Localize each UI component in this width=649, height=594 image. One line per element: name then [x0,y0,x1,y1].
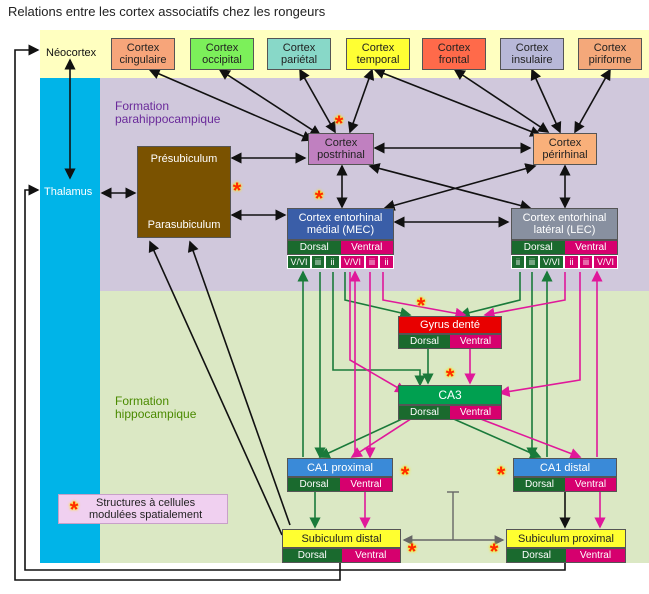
spatial-cell-star-icon: * [407,539,417,564]
cortex-node[interactable]: Cortex temporal [346,38,410,70]
spatial-cell-star-icon: * [334,111,344,136]
mec-layers: V/VI iii ii V/VI iii ii [287,255,394,269]
lec-dorsal: Dorsal [512,241,565,254]
subiculum-distal-dorsal-ventral: Dorsal Ventral [282,548,401,563]
lec-layer: V/VI [593,255,618,269]
legend-text: Structures à cellules modulées spatialem… [89,497,203,521]
dentate-gyrus-node[interactable]: Gyrus denté [398,316,502,334]
hippocampal-label: Formation hippocampique [115,394,197,421]
lec-layer: ii [511,255,525,269]
spatial-cell-star-icon: * [400,462,410,487]
neocortex-label: Néocortex [46,47,97,59]
ca3-ventral: Ventral [450,406,501,419]
perirhinal-label: Cortex périrhinal [542,137,588,161]
mec-dorsal: Dorsal [288,241,341,254]
ca3-node[interactable]: CA3 [398,385,502,405]
cortex-label: Cortex pariétal [280,42,318,66]
ca1-distal-ventral: Ventral [565,478,616,491]
parasubiculum-label: Parasubiculum [147,219,221,231]
subiculum-proximal-node[interactable]: Subiculum proximal [506,529,626,548]
cortex-node[interactable]: Cortex piriforme [578,38,642,70]
lec-layer: iii [525,255,539,269]
ca1-distal-dorsal-ventral: Dorsal Ventral [513,477,617,492]
mec-layer: V/VI [340,255,365,269]
lec-node[interactable]: Cortex entorhinal latéral (LEC) [511,208,618,240]
cortex-node[interactable]: Cortex insulaire [500,38,564,70]
dentate-ventral: Ventral [450,335,501,348]
ca3-dorsal-ventral: Dorsal Ventral [398,405,502,420]
subiculum-proximal-label: Subiculum proximal [518,532,614,545]
presubiculum-label: Présubiculum [150,153,218,165]
dentate-dorsal-ventral: Dorsal Ventral [398,334,502,349]
subiculum-proximal-dorsal: Dorsal [507,549,566,562]
thalamus-label: Thalamus [44,186,93,198]
lec-dorsal-ventral: Dorsal Ventral [511,240,618,255]
lec-layer: V/VI [539,255,564,269]
mec-node[interactable]: Cortex entorhinal médial (MEC) [287,208,394,240]
subiculum-proximal-ventral: Ventral [566,549,625,562]
spatial-cell-star-icon: * [232,178,242,203]
presubiculum-parasubiculum-node[interactable]: Présubiculum Parasubiculum [137,146,231,238]
lec-layer: iii [579,255,593,269]
mec-layer: iii [311,255,325,269]
cortex-label: Cortex temporal [356,42,400,66]
spatial-cell-star-icon: * [489,539,499,564]
subiculum-proximal-dorsal-ventral: Dorsal Ventral [506,548,626,563]
ca3-label: CA3 [438,388,462,402]
ca1-proximal-ventral: Ventral [340,478,392,491]
diagram-title: Relations entre les cortex associatifs c… [8,4,326,19]
ca1-proximal-label: CA1 proximal [306,461,374,474]
ca1-proximal-dorsal: Dorsal [288,478,340,491]
subiculum-distal-node[interactable]: Subiculum distal [282,529,401,548]
spatial-cell-star-icon: * [416,293,426,318]
dentate-gyrus-label: Gyrus denté [420,319,480,331]
ca1-proximal-node[interactable]: CA1 proximal [287,458,393,477]
ca1-proximal-dorsal-ventral: Dorsal Ventral [287,477,393,492]
cortex-node[interactable]: Cortex occipital [190,38,254,70]
cortex-label: Cortex occipital [202,42,242,66]
legend-star-icon: * [69,497,79,522]
postrhinal-node[interactable]: Cortex postrhinal [308,133,374,165]
cortex-node[interactable]: Cortex frontal [422,38,486,70]
spatial-cell-star-icon: * [314,186,324,211]
legend: * Structures à cellules modulées spatial… [58,494,228,524]
lec-ventral: Ventral [564,241,617,254]
lec-layers: ii iii V/VI ii iii V/VI [511,255,618,269]
mec-layer: ii [325,255,340,269]
lec-label: Cortex entorhinal latéral (LEC) [522,212,607,236]
mec-layer: ii [379,255,394,269]
mec-layer: iii [365,255,379,269]
lec-layer: ii [564,255,579,269]
cortex-label: Cortex cingulaire [119,42,167,66]
subiculum-distal-ventral: Ventral [341,549,400,562]
cortex-label: Cortex insulaire [511,42,553,66]
cortex-node[interactable]: Cortex pariétal [267,38,331,70]
mec-label: Cortex entorhinal médial (MEC) [298,212,383,236]
ca1-distal-dorsal: Dorsal [514,478,565,491]
subiculum-distal-label: Subiculum distal [301,532,382,545]
subiculum-distal-dorsal: Dorsal [283,549,342,562]
loop-arrow-subiculum-to-neocortex [14,44,341,581]
mec-layer: V/VI [287,255,311,269]
cortex-label: Cortex piriforme [588,42,632,66]
perirhinal-node[interactable]: Cortex périrhinal [533,133,597,165]
parahippocampal-label: Formation parahippocampique [115,99,221,126]
cortex-node[interactable]: Cortex cingulaire [111,38,175,70]
spatial-cell-star-icon: * [445,364,455,389]
mec-ventral: Ventral [340,241,393,254]
dentate-dorsal: Dorsal [399,335,450,348]
ca3-dorsal: Dorsal [399,406,450,419]
cortex-label: Cortex frontal [437,42,471,66]
spatial-cell-star-icon: * [496,462,506,487]
postrhinal-label: Cortex postrhinal [317,137,365,161]
mec-dorsal-ventral: Dorsal Ventral [287,240,394,255]
ca1-distal-node[interactable]: CA1 distal [513,458,617,477]
ca1-distal-label: CA1 distal [539,461,591,474]
